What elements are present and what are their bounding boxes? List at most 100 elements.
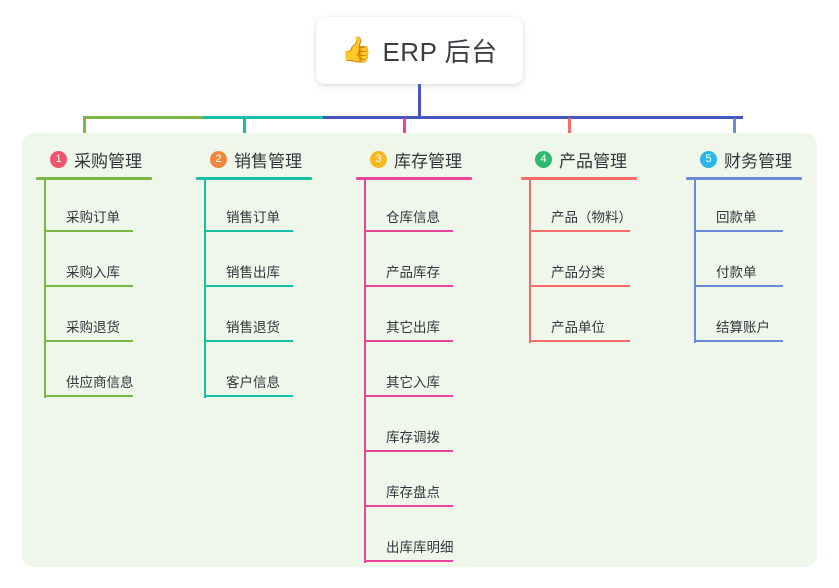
branch-header-rule	[196, 177, 312, 180]
branch-item[interactable]: 供应商信息	[36, 345, 152, 400]
branch-item[interactable]: 产品库存	[356, 235, 472, 290]
branch-title: 采购管理	[74, 151, 142, 171]
branch-item[interactable]: 其它出库	[356, 290, 472, 345]
branch-item-label: 采购订单	[66, 210, 120, 225]
branch-number-badge: 3	[370, 150, 387, 168]
branch-items-3: 仓库信息产品库存其它出库其它入库库存调拨库存盘点出库库明细	[356, 180, 472, 565]
branch-item[interactable]: 产品分类	[521, 235, 637, 290]
drop-connector-4	[568, 118, 571, 144]
branch-item-rule	[365, 560, 453, 562]
branch-item-rule	[45, 230, 133, 232]
branch-item[interactable]: 销售出库	[196, 235, 312, 290]
branch-item-label: 采购入库	[66, 265, 120, 280]
branch-spine	[204, 180, 206, 398]
branch-header-5[interactable]: 5 财务管理	[686, 144, 802, 174]
branch-item-label: 客户信息	[226, 375, 280, 390]
branch-item-rule	[530, 340, 630, 342]
branches-panel	[22, 133, 817, 567]
branch-item-rule	[365, 450, 453, 452]
branch-number-badge: 2	[210, 150, 227, 168]
branch-item[interactable]: 其它入库	[356, 345, 472, 400]
branch-item-rule	[365, 230, 453, 232]
branch-items-4: 产品（物料） 产品分类产品单位	[521, 180, 637, 345]
branch-item-rule	[205, 230, 293, 232]
root-node-card[interactable]: 👍 ERP 后台	[316, 17, 523, 84]
branch-number-badge: 5	[700, 150, 717, 168]
branch-item-rule	[695, 340, 783, 342]
branch-item[interactable]: 产品单位	[521, 290, 637, 345]
thumbs-up-icon: 👍	[341, 36, 373, 64]
branch-item-label: 结算账户	[716, 320, 770, 335]
branch-item[interactable]: 出库库明细	[356, 510, 472, 565]
branch-items-5: 回款单付款单结算账户	[686, 180, 802, 345]
branch-column-2: 2 销售管理销售订单销售出库销售退货客户信息	[196, 144, 312, 400]
drop-connector-1	[83, 118, 86, 144]
branch-item[interactable]: 库存盘点	[356, 455, 472, 510]
drop-connector-3	[403, 118, 406, 144]
branch-item-label: 产品分类	[551, 265, 605, 280]
branch-item[interactable]: 销售订单	[196, 180, 312, 235]
branch-number-badge: 4	[535, 150, 552, 168]
branch-item-label: 销售出库	[226, 265, 280, 280]
branch-item-label: 销售退货	[226, 320, 280, 335]
branch-item-rule	[365, 505, 453, 507]
branch-column-1: 1 采购管理采购订单采购入库采购退货供应商信息	[36, 144, 152, 400]
branch-item[interactable]: 销售退货	[196, 290, 312, 345]
branch-item-label: 回款单	[716, 210, 757, 225]
bus-segment-3	[323, 116, 743, 119]
branch-item[interactable]: 采购退货	[36, 290, 152, 345]
branch-column-5: 5 财务管理回款单付款单结算账户	[686, 144, 802, 345]
branch-item[interactable]: 客户信息	[196, 345, 312, 400]
branch-spine	[694, 180, 696, 343]
branch-item-label: 仓库信息	[386, 210, 440, 225]
branch-item-rule	[365, 340, 453, 342]
branch-title: 财务管理	[724, 151, 792, 171]
branch-item-label: 产品库存	[386, 265, 440, 280]
branch-item[interactable]: 仓库信息	[356, 180, 472, 235]
branch-item-label: 供应商信息	[66, 375, 134, 390]
branch-item[interactable]: 产品（物料）	[521, 180, 637, 235]
branch-items-1: 采购订单采购入库采购退货供应商信息	[36, 180, 152, 400]
branch-item[interactable]: 回款单	[686, 180, 802, 235]
branch-item-rule	[695, 285, 783, 287]
branch-item-rule	[365, 395, 453, 397]
branch-item-rule	[530, 285, 630, 287]
root-node-title: ERP 后台	[382, 37, 498, 67]
branch-item-rule	[365, 285, 453, 287]
branch-item-label: 付款单	[716, 265, 757, 280]
branch-item-rule	[45, 285, 133, 287]
branch-item-label: 销售订单	[226, 210, 280, 225]
branch-spine	[364, 180, 366, 563]
branch-item-label: 采购退货	[66, 320, 120, 335]
branch-item-label: 库存调拨	[386, 430, 440, 445]
branch-header-1[interactable]: 1 采购管理	[36, 144, 152, 174]
branch-item[interactable]: 采购订单	[36, 180, 152, 235]
branch-item-label: 产品单位	[551, 320, 605, 335]
bus-segment-1	[83, 116, 203, 119]
branch-item-label: 库存盘点	[386, 485, 440, 500]
branch-item-rule	[45, 395, 133, 397]
branch-header-rule	[356, 177, 472, 180]
branch-spine	[529, 180, 531, 343]
branch-item-rule	[45, 340, 133, 342]
branch-item-rule	[205, 340, 293, 342]
drop-connector-2	[243, 118, 246, 144]
branch-item[interactable]: 库存调拨	[356, 400, 472, 455]
branch-title: 销售管理	[234, 151, 302, 171]
bus-segment-2	[203, 116, 323, 119]
branch-number-badge: 1	[50, 150, 67, 168]
branch-item[interactable]: 采购入库	[36, 235, 152, 290]
branch-item[interactable]: 结算账户	[686, 290, 802, 345]
branch-header-rule	[686, 177, 802, 180]
root-stem-connector	[418, 84, 421, 118]
branch-header-rule	[521, 177, 637, 180]
branch-item-rule	[205, 395, 293, 397]
branch-header-2[interactable]: 2 销售管理	[196, 144, 312, 174]
branch-items-2: 销售订单销售出库销售退货客户信息	[196, 180, 312, 400]
branch-item[interactable]: 付款单	[686, 235, 802, 290]
branch-header-rule	[36, 177, 152, 180]
